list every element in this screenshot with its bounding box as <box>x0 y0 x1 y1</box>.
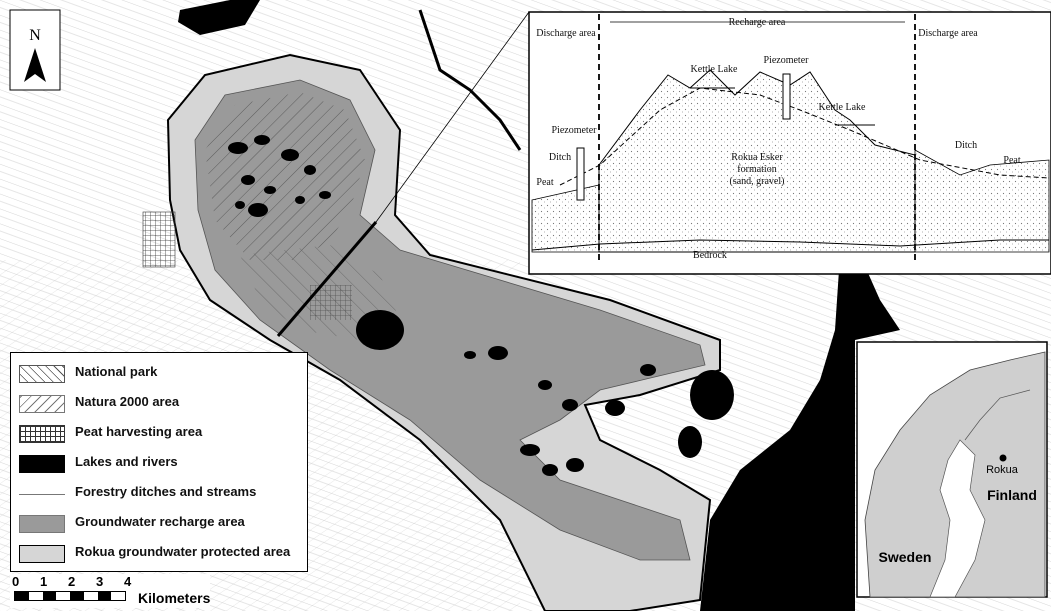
inset-leader <box>375 11 530 223</box>
finland-border <box>964 389 1031 441</box>
xs-peat-left: Peat <box>536 177 553 188</box>
legend-label-peat: Peat harvesting area <box>75 424 203 439</box>
legend-label-lakes: Lakes and rivers <box>75 454 178 469</box>
scale-tick-1: 1 <box>40 574 48 589</box>
legend-row-recharge: Groundwater recharge area <box>19 513 304 535</box>
legend-row-ditches: Forestry ditches and streams <box>19 483 304 505</box>
legend-swatch-natura <box>19 395 65 413</box>
legend-row-peat: Peat harvesting area <box>19 423 304 445</box>
xs-formation-3: (sand, gravel) <box>730 176 785 187</box>
legend-label-national-park: National park <box>75 364 158 379</box>
xs-peat-right: Peat <box>1003 155 1020 166</box>
xs-recharge: Recharge area <box>729 17 786 28</box>
xs-ditch-right: Ditch <box>955 140 977 151</box>
locator-inset: Rokua Finland Sweden <box>856 341 1048 598</box>
legend-label-protected: Rokua groundwater protected area <box>75 544 291 559</box>
locator-finland: Finland <box>987 487 1037 503</box>
legend-row-lakes: Lakes and rivers <box>19 453 304 475</box>
legend-swatch-protected <box>19 545 65 563</box>
xs-kettle-lake-2: Kettle Lake <box>819 102 866 113</box>
lake-top <box>178 0 260 35</box>
north-label: N <box>29 27 41 44</box>
xs-discharge-right: Discharge area <box>918 28 978 39</box>
peat-harvest-patch <box>142 211 176 268</box>
map-legend: National park Natura 2000 area Peat harv… <box>10 352 308 572</box>
legend-label-recharge: Groundwater recharge area <box>75 514 245 529</box>
esker-body <box>598 69 916 253</box>
legend-row-national-park: National park <box>19 363 304 385</box>
xs-ditch-left: Ditch <box>549 152 571 163</box>
river <box>418 9 522 151</box>
scale-tick-0: 0 <box>12 574 20 589</box>
rokua-marker <box>999 454 1007 462</box>
xs-kettle-lake-1: Kettle Lake <box>691 64 738 75</box>
xs-piezometer-1: Piezometer <box>764 55 810 66</box>
xs-bedrock: Bedrock <box>693 250 727 261</box>
cross-section-inset: Discharge area Recharge area Discharge a… <box>528 11 1051 275</box>
north-arrow-icon <box>24 48 46 82</box>
legend-swatch-recharge <box>19 515 65 533</box>
scale-bar: 0 1 2 3 4 Kilometers <box>10 574 210 608</box>
scale-unit-label: Kilometers <box>138 590 211 606</box>
legend-label-ditches: Forestry ditches and streams <box>75 484 257 499</box>
sea-area <box>700 255 900 611</box>
scale-tick-2: 2 <box>68 574 76 589</box>
gulf-of-bothnia <box>929 439 986 598</box>
xs-discharge-left: Discharge area <box>536 28 596 39</box>
legend-swatch-peat <box>19 425 65 443</box>
legend-row-natura: Natura 2000 area <box>19 393 304 415</box>
legend-swatch-lakes <box>19 455 65 473</box>
legend-row-protected: Rokua groundwater protected area <box>19 543 304 565</box>
national-park-hatch <box>205 92 365 260</box>
legend-swatch-ditches <box>19 494 65 495</box>
scale-tick-3: 3 <box>96 574 104 589</box>
xs-formation-1: Rokua Esker <box>731 152 783 163</box>
legend-label-natura: Natura 2000 area <box>75 394 180 409</box>
scale-tick-4: 4 <box>124 574 132 589</box>
lakes-cluster <box>228 135 734 476</box>
xs-piezometer-2: Piezometer <box>552 125 598 136</box>
scale-bar-graphic <box>14 591 126 601</box>
cross-section-line <box>276 221 378 337</box>
locator-sweden: Sweden <box>879 549 932 565</box>
locator-rokua: Rokua <box>986 464 1019 476</box>
legend-swatch-national-park <box>19 365 65 383</box>
xs-formation-2: formation <box>737 164 776 175</box>
